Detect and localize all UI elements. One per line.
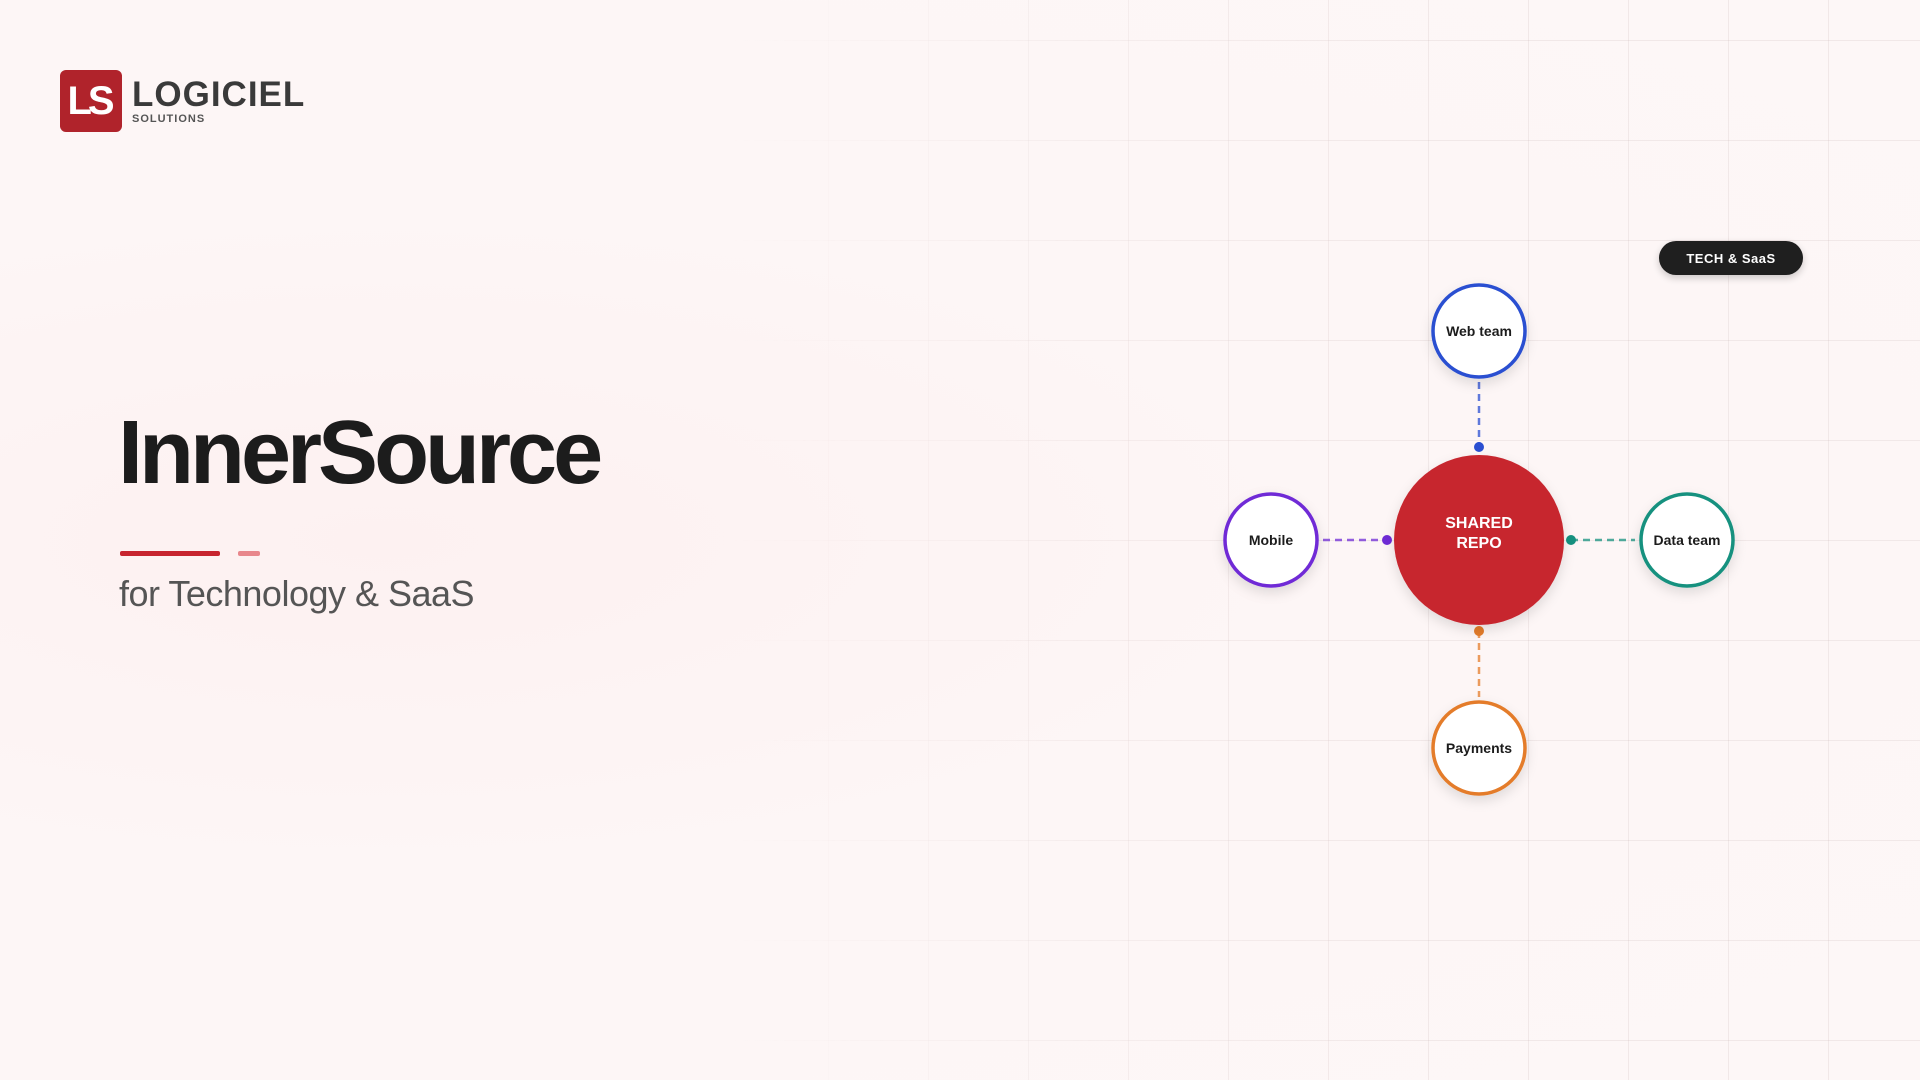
node-label-payments: Payments: [1446, 740, 1512, 756]
node-circle-data: [1639, 492, 1735, 588]
node-web[interactable]: Web team: [1431, 283, 1527, 379]
node-mobile[interactable]: Mobile: [1223, 492, 1319, 588]
logo-text: LOGICIEL SOLUTIONS: [132, 77, 305, 125]
connector-dot-mobile: [1382, 535, 1392, 545]
accent-bar-short: [238, 551, 260, 556]
hub-label-line2: REPO: [1456, 535, 1501, 552]
node-circle-web: [1431, 283, 1527, 379]
page-subtitle: for Technology & SaaS: [119, 573, 475, 614]
node-data[interactable]: Data team: [1639, 492, 1735, 588]
shared-repo-hub[interactable]: SHARED REPO: [1394, 455, 1564, 625]
node-payments[interactable]: Payments: [1431, 700, 1527, 796]
logo-mark: LS: [60, 70, 122, 132]
connector-dot-data: [1566, 535, 1576, 545]
brand-logo[interactable]: LS LOGICIEL SOLUTIONS: [60, 70, 305, 132]
hub-label-line1: SHARED: [1445, 515, 1513, 532]
node-circle-payments: [1431, 700, 1527, 796]
accent-bar-long: [120, 551, 220, 556]
connector-dot-payments: [1474, 626, 1484, 636]
node-label-web: Web team: [1446, 323, 1512, 339]
category-badge: TECH & SaaS: [1659, 241, 1803, 275]
page-title: InnerSource: [118, 403, 603, 503]
node-label-mobile: Mobile: [1249, 532, 1294, 548]
node-circle-mobile: [1223, 492, 1319, 588]
logo-name: LOGICIEL: [132, 75, 306, 114]
connector-dot-web: [1474, 442, 1484, 452]
logo-subname: SOLUTIONS: [132, 113, 206, 125]
node-label-data: Data team: [1654, 532, 1721, 548]
